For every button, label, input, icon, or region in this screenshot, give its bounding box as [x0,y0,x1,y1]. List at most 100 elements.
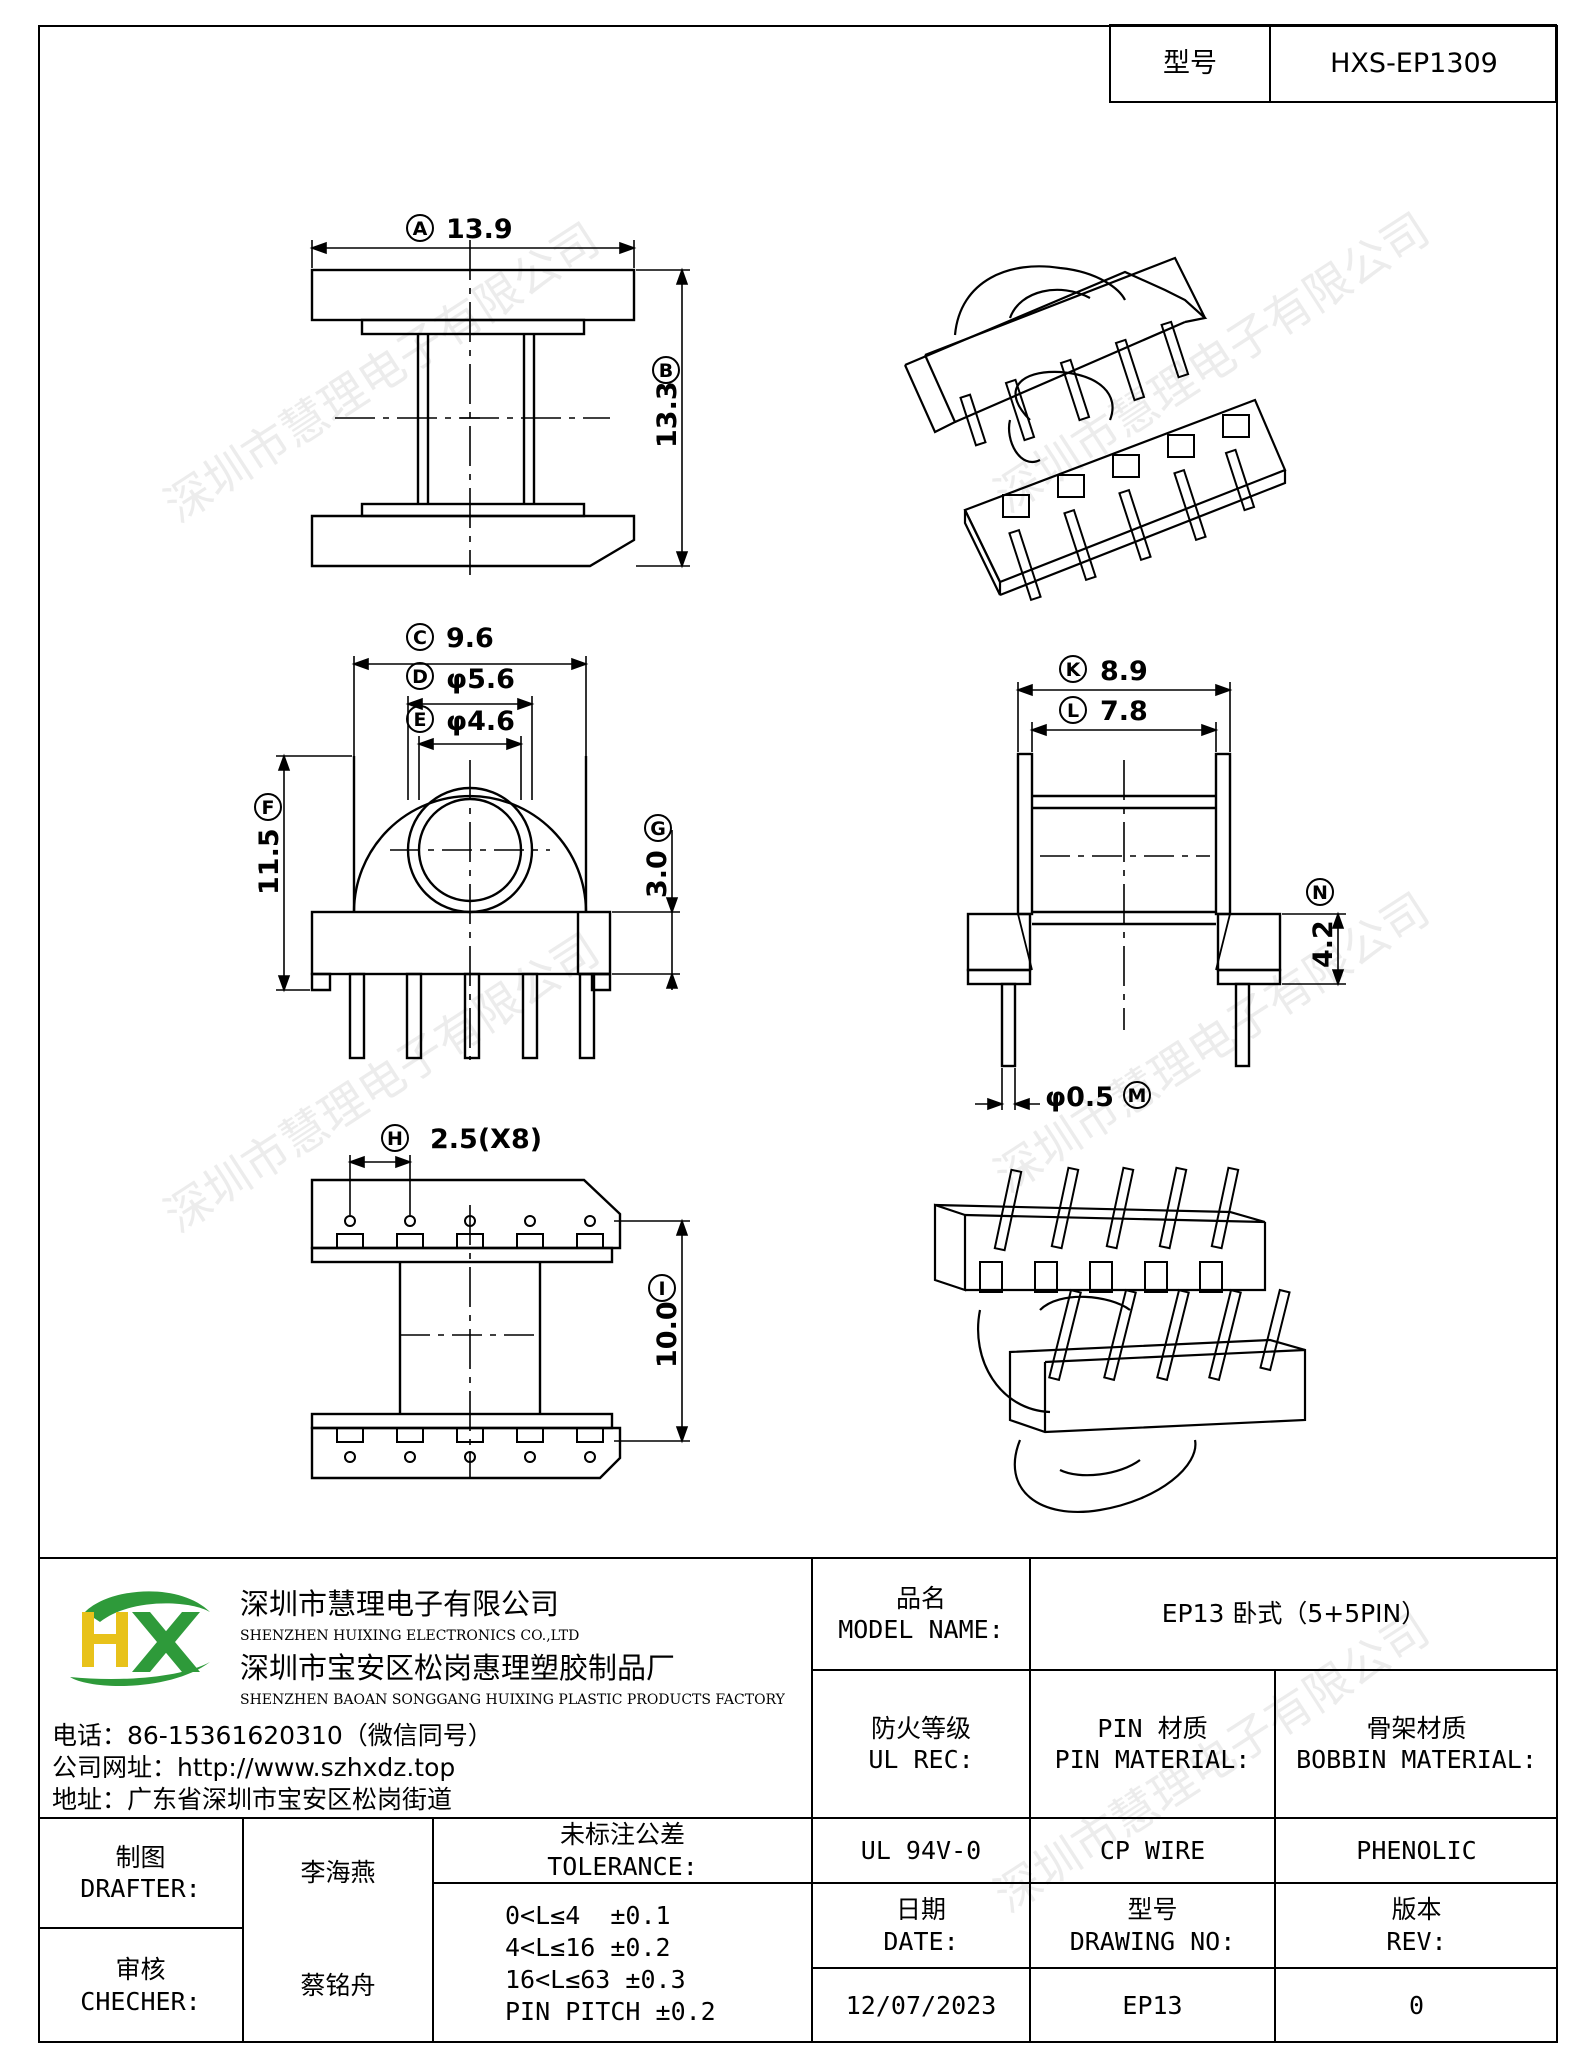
drawing-no-label: 型号 DRAWING NO: [1032,1885,1273,1966]
factory-name-en: SHENZHEN BAOAN SONGGANG HUIXING PLASTIC … [240,1692,785,1709]
dim-letter-K: K [1066,659,1082,681]
view-side [966,752,1282,1068]
dim-value-C: 9.6 [446,623,494,654]
dim-E [416,736,524,800]
drawing-frame [38,25,1558,2043]
company-address: 地址：广东省深圳市宝安区松岗街道 [52,1785,453,1815]
dim-G [612,830,680,990]
tolerance-line-2: 4<L≤16 ±0.2 [505,1933,671,1962]
dim-value-K: 8.9 [1100,656,1148,687]
drawing-no-value: EP13 [1122,1990,1183,2020]
bobbin-material-label: 骨架材质 BOBBIN MATERIAL: [1277,1672,1556,1816]
dim-letter-F: F [262,797,275,819]
rev-label: 版本 REV: [1277,1885,1556,1966]
dim-value-D: φ5.6 [446,664,515,695]
dim-letter-B: B [659,360,673,382]
dim-B [636,267,690,569]
tolerance-label: 未标注公差 TOLERANCE: [435,1820,810,1881]
tolerance-line-4: PIN PITCH ±0.2 [505,1997,716,2026]
pin-material-cn: PIN 材质 [1097,1713,1208,1743]
dim-M [975,1068,1040,1111]
dim-value-E: φ4.6 [446,706,515,737]
dim-letter-H: H [387,1128,403,1150]
dim-K [1015,682,1233,752]
dim-A [309,240,637,268]
company-website: 公司网址：http://www.szhxdz.top [52,1753,456,1783]
rev-cn: 版本 [1391,1895,1442,1925]
dim-value-B: 13.3 [652,381,683,448]
company-name-en: SHENZHEN HUIXING ELECTRONICS CO.,LTD [240,1628,580,1645]
view-bottom [310,1178,622,1480]
checker-en: CHECHER: [80,1986,201,2016]
pin-material-en: PIN MATERIAL: [1054,1745,1251,1774]
view-front [310,756,612,1060]
view-iso-bottom [933,1166,1307,1513]
dim-value-A: 13.9 [446,214,513,245]
dim-letter-I: I [658,1278,665,1300]
view-top [310,240,636,575]
drawing-no-en: DRAWING NO: [1069,1926,1236,1956]
dim-value-H: 2.5(X8) [430,1124,542,1155]
rev-value: 0 [1408,1990,1425,2020]
dim-C [351,656,589,756]
drafter-name: 李海燕 [300,1858,376,1888]
header-box [1109,24,1557,103]
dim-value-M: φ0.5 [1045,1082,1114,1113]
model-name-en: MODEL NAME: [838,1615,1004,1644]
dim-value-F: 11.5 [254,828,285,895]
tolerance-cn: 未标注公差 [559,1820,685,1850]
factory-name-cn: 深圳市宝安区松岗惠理塑胶制品厂 [240,1650,676,1685]
ul-rec-en: UL REC: [868,1745,974,1774]
dim-letter-circles [254,214,1334,1302]
tolerance-line-3: 16<L≤63 ±0.3 [505,1965,686,1994]
dim-letter-L: L [1067,700,1079,722]
tolerance-line-1: 0<L≤4 ±0.1 [505,1901,671,1930]
dim-value-L: 7.8 [1100,696,1148,727]
dim-value-I: 10.0 [652,1301,683,1368]
bobbin-material-cn: 骨架材质 [1366,1713,1467,1743]
dim-L [1029,722,1219,752]
date-value: 12/07/2023 [845,1990,997,2020]
date-label: 日期 DATE: [814,1885,1028,1966]
bobbin-material-value: PHENOLIC [1356,1835,1477,1865]
drafter-cn: 制图 [115,1842,166,1872]
model-name-label: 品名 MODEL NAME: [814,1560,1028,1668]
tolerance-en: TOLERANCE: [547,1851,698,1881]
dim-value-G: 3.0 [642,850,673,898]
checker-name: 蔡铭舟 [300,1970,376,2000]
dim-H [347,1155,413,1215]
checker-cn: 审核 [115,1955,166,1985]
dim-letter-D: D [412,666,428,688]
date-cn: 日期 [895,1895,946,1925]
dim-N [1282,911,1346,987]
dim-letter-M: M [1128,1085,1147,1107]
tolerance-table: 0<L≤4 ±0.1 4<L≤16 ±0.2 16<L≤63 ±0.3 PIN … [505,1890,805,2038]
drafter-label: 制图 DRAFTER: [40,1820,241,1926]
drafter-en: DRAFTER: [80,1874,201,1903]
ul-rec-label: 防火等级 UL REC: [814,1672,1028,1816]
dim-letter-A: A [413,218,428,240]
pin-material-label: PIN 材质 PIN MATERIAL: [1032,1672,1273,1816]
dim-letter-N: N [1312,882,1328,904]
dimension-labels: A B C D E F G H I K L M N 13.9 9.6 φ5.6 … [254,214,1339,1368]
header-model-value: HXS-EP1309 [1330,48,1498,80]
technical-drawing [254,214,1346,1513]
header-model-label: 型号 [1163,48,1217,80]
ul-rec-cn: 防火等级 [870,1713,971,1743]
dim-value-N: 4.2 [1308,920,1339,968]
company-phone: 电话：86-15361620310（微信同号） [52,1721,493,1751]
pin-material-value: CP WIRE [1099,1835,1206,1865]
ul-rec-value: UL 94V-0 [860,1835,982,1865]
rev-en: REV: [1386,1926,1447,1956]
company-logo [70,1591,210,1687]
dim-I [614,1218,690,1444]
dim-letter-G: G [650,818,666,840]
model-name-value: EP13 卧式（5+5PIN） [1161,1599,1427,1629]
date-en: DATE: [883,1926,959,1956]
dim-letter-E: E [414,709,427,731]
model-name-cn: 品名 [895,1583,946,1613]
checker-label: 审核 CHECHER: [40,1930,241,2041]
dim-F [276,753,352,993]
view-iso-top [903,256,1287,602]
